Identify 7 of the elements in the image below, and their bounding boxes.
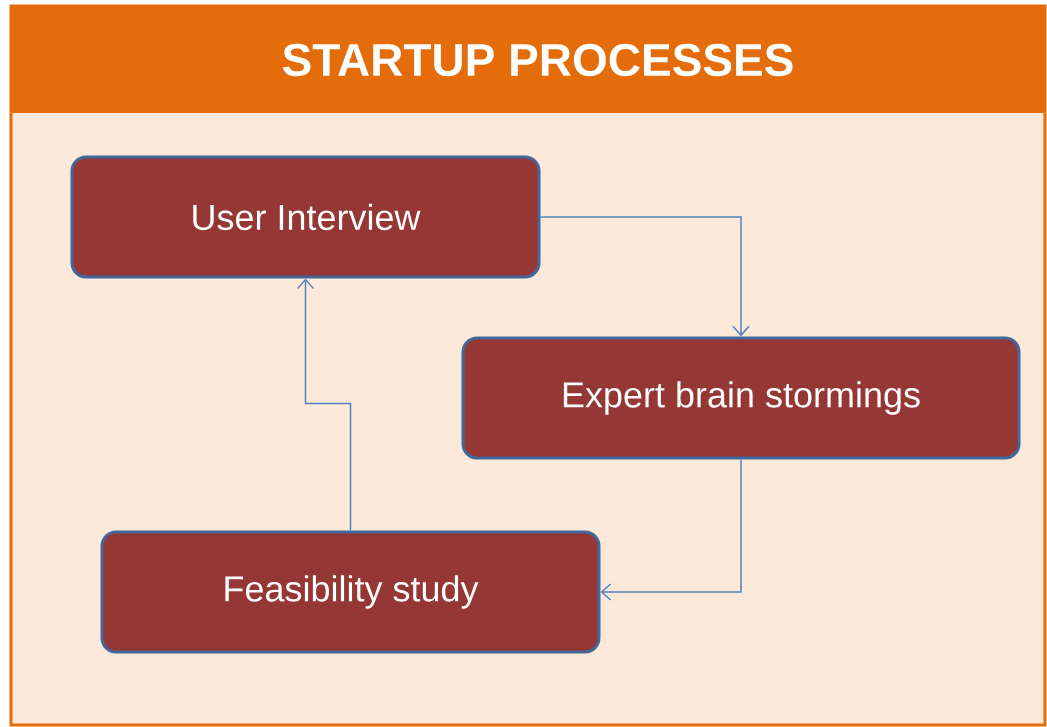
title: STARTUP PROCESSES: [282, 43, 793, 77]
arrow: [539, 216, 750, 337]
arrow: [296, 278, 352, 532]
process-box: Expert brain stormings: [461, 336, 1021, 460]
process-box: User Interview: [70, 155, 541, 279]
arrow: [600, 458, 742, 601]
process-box: Feasibility study: [100, 530, 601, 654]
